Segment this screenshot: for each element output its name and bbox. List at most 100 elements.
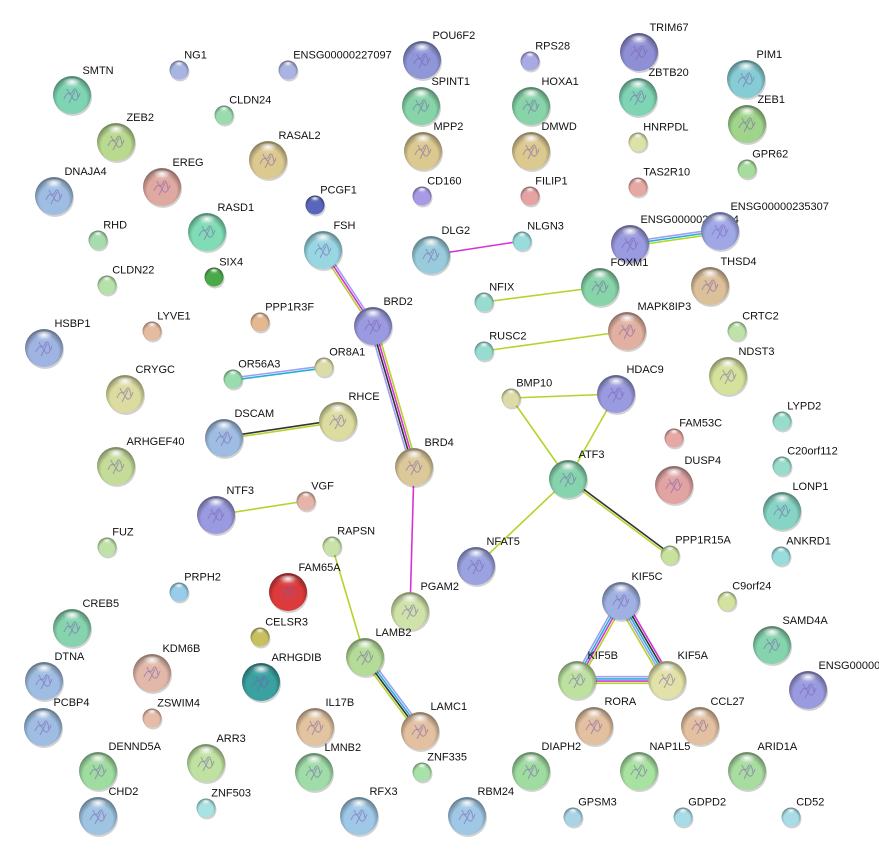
node-dmwd[interactable]: DMWD <box>512 121 577 172</box>
node-fam53c[interactable]: FAM53C <box>664 418 723 450</box>
node-ndst3[interactable]: NDST3 <box>709 346 775 397</box>
node-brd4[interactable]: BRD4 <box>395 437 454 488</box>
node-diaph2[interactable]: DIAPH2 <box>512 741 581 792</box>
node-ppp1r3f[interactable]: PPP1R3F <box>250 302 315 334</box>
node-cd160[interactable]: CD160 <box>412 176 462 208</box>
node-mapk8ip3[interactable]: MAPK8IP3 <box>608 301 691 352</box>
node-gpr62[interactable]: GPR62 <box>737 149 789 181</box>
node-ensg00000[interactable]: ENSG00000... <box>789 660 879 711</box>
node-hnrpdl[interactable]: HNRPDL <box>628 122 689 154</box>
node-spint1[interactable]: SPINT1 <box>402 76 470 127</box>
node-zswim4[interactable]: ZSWIM4 <box>142 698 201 730</box>
edge-atf3-nfat5[interactable] <box>475 478 569 567</box>
edge-brd4-pgam2[interactable] <box>409 466 415 612</box>
node-kif5a[interactable]: KIF5A <box>648 650 709 701</box>
node-dtna[interactable]: DTNA <box>25 651 85 702</box>
node-rhd[interactable]: RHD <box>88 220 128 252</box>
node-ankrd1[interactable]: ANKRD1 <box>771 536 831 568</box>
node-arhgef40[interactable]: ARHGEF40 <box>97 436 185 487</box>
node-ereg[interactable]: EREG <box>143 157 204 208</box>
edge-rapsn-lamb2[interactable] <box>331 545 366 658</box>
node-gdpd2[interactable]: GDPD2 <box>673 797 727 829</box>
node-or56a3[interactable]: OR56A3 <box>223 359 281 391</box>
node-nfat5[interactable]: NFAT5 <box>457 536 520 587</box>
node-rapsn[interactable]: RAPSN <box>322 526 376 558</box>
node-rfx3[interactable]: RFX3 <box>340 786 398 837</box>
node-arhgdib[interactable]: ARHGDIB <box>242 652 322 703</box>
node-fsh[interactable]: FSH <box>304 220 356 271</box>
node-lyve1[interactable]: LYVE1 <box>142 311 191 343</box>
node-smtn[interactable]: SMTN <box>53 65 114 116</box>
node-nlgn3[interactable]: NLGN3 <box>512 221 564 253</box>
edge-rusc2-mapk8ip3[interactable] <box>483 330 628 352</box>
node-lamc1[interactable]: LAMC1 <box>401 701 467 752</box>
node-pcbp4[interactable]: PCBP4 <box>24 697 90 748</box>
node-trim67[interactable]: TRIM67 <box>620 22 689 73</box>
node-thsd4[interactable]: THSD4 <box>691 256 757 307</box>
node-znf335[interactable]: ZNF335 <box>412 752 467 784</box>
node-il17b[interactable]: IL17B <box>296 697 354 748</box>
node-kif5b[interactable]: KIF5B <box>558 650 618 701</box>
node-samd4a[interactable]: SAMD4A <box>753 615 828 666</box>
node-dennd5a[interactable]: DENND5A <box>79 741 162 792</box>
node-mpp2[interactable]: MPP2 <box>404 121 463 172</box>
node-nap1l5[interactable]: NAP1L5 <box>620 741 690 792</box>
node-c20orf112[interactable]: C20orf112 <box>772 446 838 478</box>
node-cldn24[interactable]: CLDN24 <box>214 95 272 127</box>
node-foxm1[interactable]: FOXM1 <box>581 257 648 308</box>
node-crtc2[interactable]: CRTC2 <box>727 311 779 343</box>
node-bmp10[interactable]: BMP10 <box>501 378 553 410</box>
node-gpsm3[interactable]: GPSM3 <box>563 797 617 829</box>
node-rbm24[interactable]: RBM24 <box>448 786 514 837</box>
node-ppp1r15a[interactable]: PPP1R15A <box>660 535 732 567</box>
node-arr3[interactable]: ARR3 <box>187 733 246 784</box>
node-cldn22[interactable]: CLDN22 <box>97 265 155 297</box>
node-brd2[interactable]: BRD2 <box>354 296 413 347</box>
node-creb5[interactable]: CREB5 <box>53 598 119 649</box>
node-hdac9[interactable]: HDAC9 <box>597 364 664 415</box>
node-or8a1[interactable]: OR8A1 <box>314 347 366 379</box>
node-ensg00000227097[interactable]: ENSG00000227097 <box>278 50 392 82</box>
node-lamb2[interactable]: LAMB2 <box>346 627 412 678</box>
edge-atf3-ppp1r15a[interactable] <box>566 477 672 557</box>
node-vgf[interactable]: VGF <box>296 481 335 513</box>
node-ensg00000235307[interactable]: ENSG00000235307 <box>701 201 829 252</box>
node-crygc[interactable]: CRYGC <box>106 364 175 415</box>
node-pcgf1[interactable]: PCGF1 <box>305 185 357 217</box>
node-ensg00000234704[interactable]: ENSG00000234704 <box>611 214 739 265</box>
node-dusp4[interactable]: DUSP4 <box>655 455 721 506</box>
node-celsr3[interactable]: CELSR3 <box>250 617 309 649</box>
node-dscam[interactable]: DSCAM <box>205 408 274 459</box>
node-hsbp1[interactable]: HSBP1 <box>25 318 91 369</box>
node-filip1[interactable]: FILIP1 <box>520 176 568 208</box>
node-atf3[interactable]: ATF3 <box>549 449 605 500</box>
node-pim1[interactable]: PIM1 <box>727 49 782 100</box>
edge-brd2-brd4[interactable] <box>369 324 418 469</box>
node-zeb1[interactable]: ZEB1 <box>728 94 785 145</box>
node-dnaja4[interactable]: DNAJA4 <box>35 166 107 217</box>
node-prph2[interactable]: PRPH2 <box>169 572 221 604</box>
node-kif5c[interactable]: KIF5C <box>602 571 663 622</box>
node-hoxa1[interactable]: HOXA1 <box>512 76 579 127</box>
node-cd52[interactable]: CD52 <box>781 797 825 829</box>
node-ccl27[interactable]: CCL27 <box>681 696 745 747</box>
node-fuz[interactable]: FUZ <box>97 527 134 559</box>
node-pgam2[interactable]: PGAM2 <box>391 581 459 632</box>
node-nfix[interactable]: NFIX <box>474 282 515 314</box>
node-arid1a[interactable]: ARID1A <box>728 741 798 792</box>
node-six4[interactable]: SIX4 <box>204 257 244 289</box>
node-rusc2[interactable]: RUSC2 <box>474 331 527 363</box>
node-pou6f2[interactable]: POU6F2 <box>403 30 475 81</box>
node-rasal2[interactable]: RASAL2 <box>249 130 321 181</box>
node-zeb2[interactable]: ZEB2 <box>97 112 154 163</box>
node-znf503[interactable]: ZNF503 <box>196 788 251 820</box>
node-lonp1[interactable]: LONP1 <box>763 481 829 532</box>
node-c9orf24[interactable]: C9orf24 <box>717 581 772 613</box>
node-chd2[interactable]: CHD2 <box>79 786 138 837</box>
node-ng1[interactable]: NG1 <box>169 50 207 82</box>
node-lmnb2[interactable]: LMNB2 <box>295 742 361 793</box>
node-tas2r10[interactable]: TAS2R10 <box>628 167 691 199</box>
edge-dscam-rhce[interactable] <box>223 419 339 440</box>
node-ntf3[interactable]: NTF3 <box>197 485 254 536</box>
edge-nfix-foxm1[interactable] <box>483 286 601 303</box>
